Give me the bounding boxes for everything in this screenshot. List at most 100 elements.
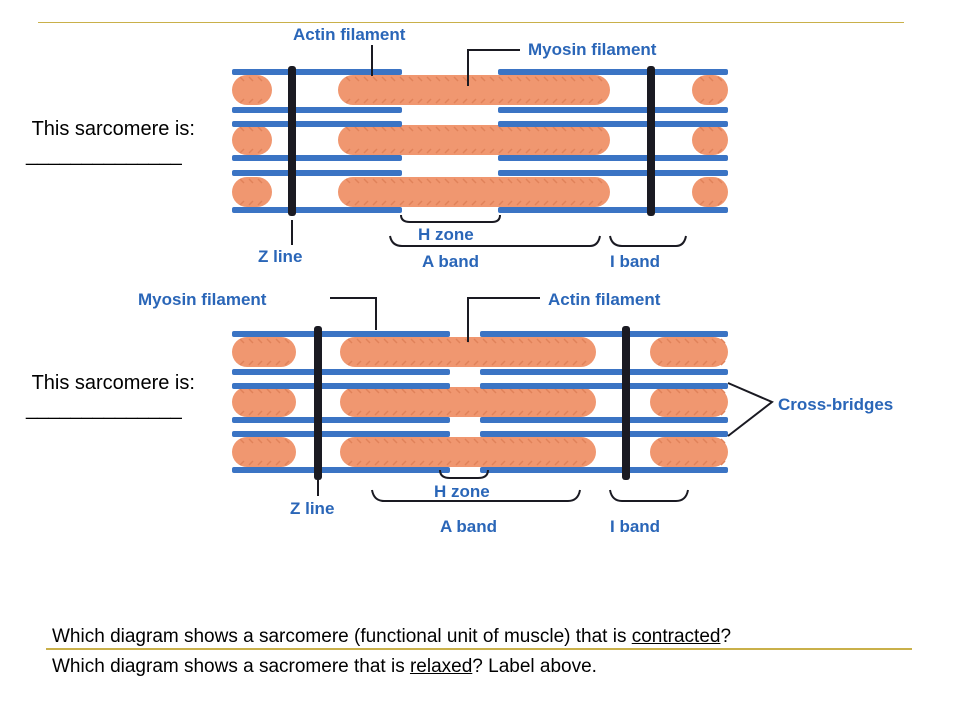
cross-bridge [347,388,353,394]
cross-bridge [666,460,672,466]
z-line [314,326,322,480]
cross-bridge [708,98,714,104]
cross-bridge [717,98,723,104]
cross-bridge [347,360,353,366]
cross-bridge [372,126,378,132]
cross-bridge [408,178,414,184]
cross-bridge [347,460,353,466]
cross-bridge [666,438,672,444]
cross-bridge [257,388,263,394]
cross-bridge [491,388,497,394]
cross-bridge [374,460,380,466]
cross-bridge [381,200,387,206]
cross-bridge [518,460,524,466]
cross-bridge [266,338,272,344]
cross-bridge [711,388,717,394]
cross-bridge [552,178,558,184]
cross-bridge [489,76,495,82]
actin-filament [232,69,402,75]
cross-bridge [708,148,714,154]
top-sarcomere-diagram [232,66,728,216]
cross-bridge [437,460,443,466]
cross-bridge [534,98,540,104]
cross-bridge [401,388,407,394]
bottom-sarcomere-diagram [232,326,728,480]
cross-bridge [657,360,663,366]
cross-bridge [693,438,699,444]
cross-bridge [383,438,389,444]
actin-filament [480,467,728,473]
cross-bridge [588,148,594,154]
cross-bridge [374,410,380,416]
prompt-top-text: This sarcomere is: [31,118,195,140]
cross-bridge [579,200,585,206]
cross-bridge [527,360,533,366]
cross-bridge [581,338,587,344]
cross-bridge [536,410,542,416]
cross-bridge [347,410,353,416]
bottom-crossbridges-pointer [727,382,774,437]
cross-bridge [527,460,533,466]
cross-bridge [257,410,263,416]
cross-bridge [563,338,569,344]
cross-bridge [720,438,726,444]
cross-bridge [473,438,479,444]
cross-bridge [699,98,705,104]
cross-bridge [702,360,708,366]
cross-bridge [284,460,290,466]
cross-bridge [257,460,263,466]
cross-bridge [392,460,398,466]
cross-bridge [345,126,351,132]
cross-bridge [401,460,407,466]
cross-bridge [509,460,515,466]
cross-bridge [554,360,560,366]
cross-bridge [383,338,389,344]
actin-filament [498,121,728,127]
cross-bridge [417,76,423,82]
cross-bridge [426,126,432,132]
myosin-filament-edge [232,337,296,367]
cross-bridge [507,178,513,184]
top-myosin-label: Myosin filament [528,40,657,59]
cross-bridge [552,98,558,104]
cross-bridge [354,200,360,206]
cross-bridge [675,460,681,466]
cross-bridge [554,338,560,344]
cross-bridge [419,338,425,344]
cross-bridge [248,148,254,154]
cross-bridge [693,410,699,416]
actin-filament [498,107,728,113]
actin-filament [232,121,402,127]
cross-bridge [498,178,504,184]
cross-bridge [374,360,380,366]
cross-bridge [248,360,254,366]
cross-bridge [500,388,506,394]
cross-bridge [579,178,585,184]
cross-bridge [435,76,441,82]
bottom-myosin-pointer [330,297,377,330]
cross-bridge [534,148,540,154]
cross-bridge [552,200,558,206]
cross-bridge [563,438,569,444]
cross-bridge [588,98,594,104]
cross-bridge [509,438,515,444]
actin-filament [232,467,450,473]
cross-bridge [552,126,558,132]
cross-bridge [365,438,371,444]
cross-bridge [455,438,461,444]
cross-bridge [239,200,245,206]
cross-bridge [383,388,389,394]
actin-filament [498,69,728,75]
cross-bridge [354,126,360,132]
bottom-myosin-label: Myosin filament [138,290,267,309]
cross-bridge [666,388,672,394]
top-hzone-label: H zone [418,225,474,244]
cross-bridge [390,76,396,82]
cross-bridge [410,460,416,466]
cross-bridge [372,76,378,82]
cross-bridge [534,200,540,206]
cross-bridge [509,360,515,366]
cross-bridge [275,438,281,444]
cross-bridge [408,76,414,82]
cross-bridge [509,388,515,394]
